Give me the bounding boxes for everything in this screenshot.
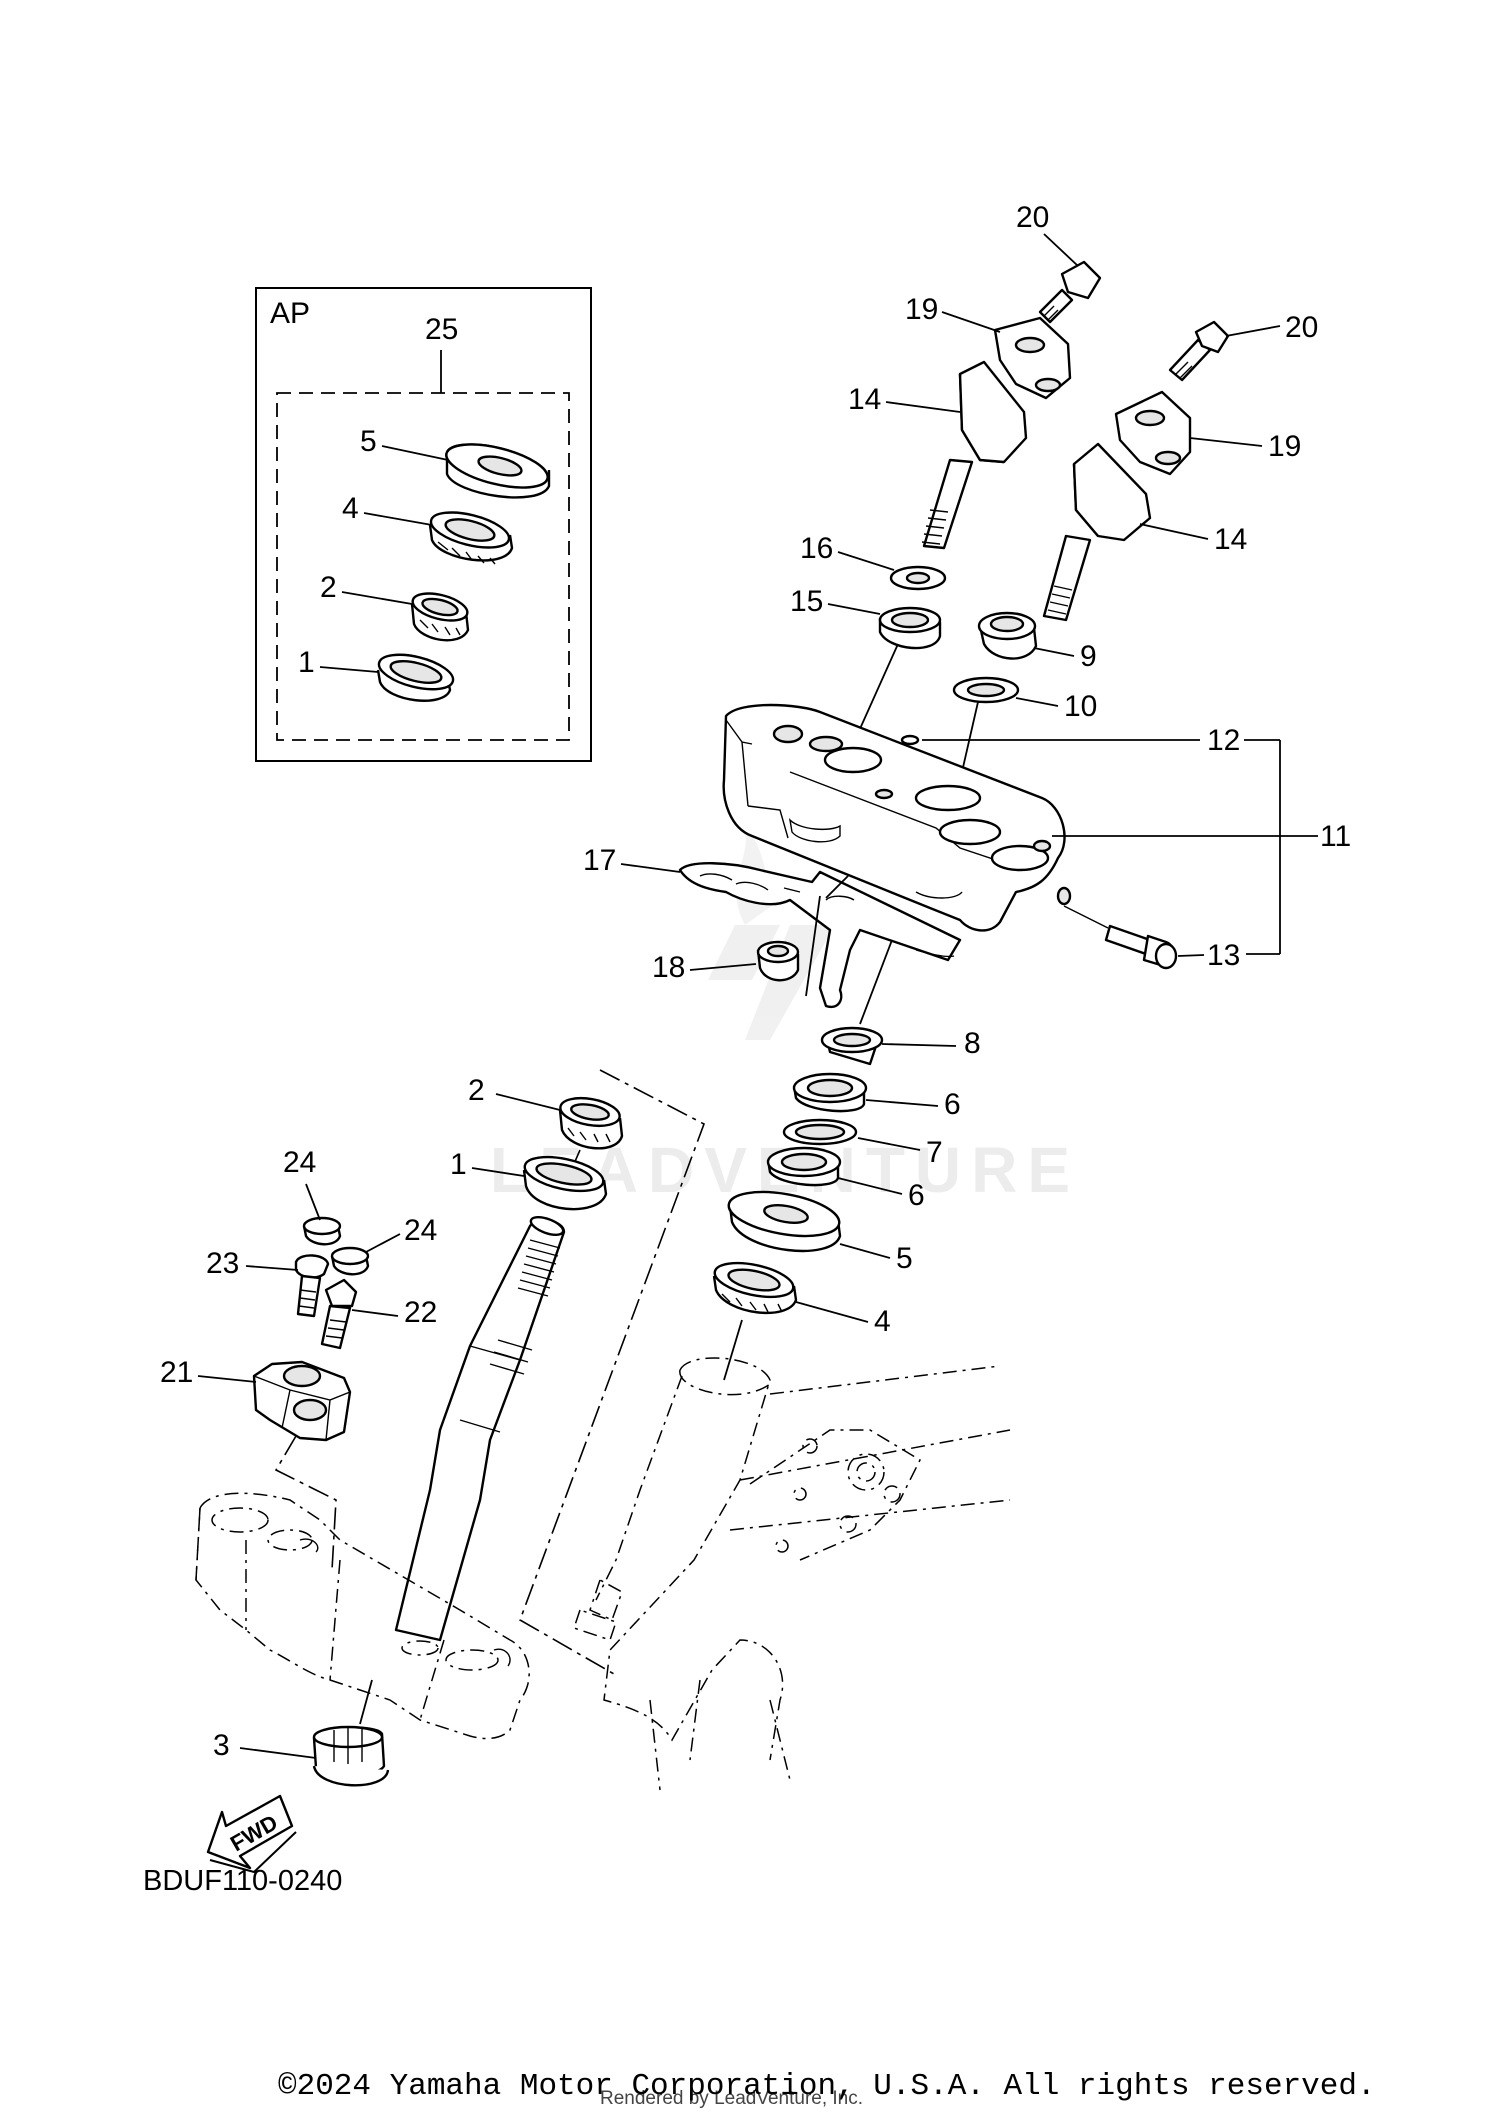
bolt-23 xyxy=(294,1254,330,1318)
bolt-13 xyxy=(1104,924,1178,970)
cap-24-right xyxy=(330,1246,370,1276)
ap-callout-4: 4 xyxy=(342,492,359,525)
race-1 xyxy=(522,1155,608,1211)
lower-holder-14-left xyxy=(921,360,1028,550)
callout-20-right: 20 xyxy=(1285,311,1318,344)
race-5 xyxy=(727,1190,842,1253)
bearing-2 xyxy=(558,1096,624,1150)
callout-8: 8 xyxy=(964,1027,981,1060)
ap-race-5 xyxy=(445,443,551,499)
callout-6-upper: 6 xyxy=(944,1088,961,1121)
diagram-code: BDUF110-0240 xyxy=(143,1865,342,1897)
callout-17: 17 xyxy=(583,844,616,877)
ring-nut-6-upper xyxy=(792,1072,868,1113)
callout-24-right: 24 xyxy=(404,1214,437,1247)
upper-holder-19-right xyxy=(1114,390,1192,476)
bolt-22 xyxy=(320,1278,358,1350)
ap-kit-box: AP 25 5 4 2 xyxy=(255,287,592,762)
damper-15 xyxy=(878,606,942,650)
lower-holder-14-right xyxy=(1042,442,1152,622)
callout-20-left: 20 xyxy=(1016,201,1049,234)
callout-2: 2 xyxy=(468,1074,485,1107)
callout-18: 18 xyxy=(652,951,685,984)
callout-9: 9 xyxy=(1080,640,1097,673)
callout-4: 4 xyxy=(874,1305,891,1338)
callout-10: 10 xyxy=(1064,690,1097,723)
washer-16 xyxy=(889,565,947,591)
callout-16: 16 xyxy=(800,532,833,565)
lower-bracket xyxy=(195,1492,530,1740)
washer-10 xyxy=(952,676,1020,704)
callout-22: 22 xyxy=(404,1296,437,1329)
clamp-21 xyxy=(252,1360,352,1442)
callout-23: 23 xyxy=(206,1247,239,1280)
callout-19-left: 19 xyxy=(905,293,938,326)
ap-race-1 xyxy=(376,653,455,702)
ap-callout-2: 2 xyxy=(320,571,337,604)
callout-11: 11 xyxy=(1320,820,1351,853)
nut-9 xyxy=(977,611,1038,660)
callout-24-left: 24 xyxy=(283,1146,316,1179)
washer-7 xyxy=(782,1118,858,1146)
callout-5: 5 xyxy=(896,1242,913,1275)
bolt-20-left xyxy=(1038,260,1102,324)
ring-nut-6-lower xyxy=(766,1146,842,1187)
callout-14-right: 14 xyxy=(1214,523,1247,556)
bolt-20-right xyxy=(1168,320,1230,382)
callout-14-left: 14 xyxy=(848,383,881,416)
frame-head-pipe xyxy=(573,1357,1011,1791)
clamp-dashed-leader xyxy=(274,1435,337,1571)
ap-box-label: AP xyxy=(270,297,310,330)
callout-1: 1 xyxy=(450,1148,467,1181)
ap-group-number: 25 xyxy=(425,313,458,346)
cap-24-left xyxy=(302,1216,342,1246)
plug-3 xyxy=(312,1725,390,1787)
ap-bearing-2 xyxy=(410,592,470,642)
ap-kit-dashed-frame xyxy=(276,392,570,741)
rendered-by: Rendered by LeadVenture, Inc. xyxy=(600,2088,863,2109)
copyright-notice: ©2024 Yamaha Motor Corporation, U.S.A. A… xyxy=(278,2069,1376,2104)
nut-18 xyxy=(756,940,800,982)
callout-19-right: 19 xyxy=(1268,430,1301,463)
stem-dashed-bracket xyxy=(519,1069,705,1675)
bearing-4 xyxy=(712,1261,798,1314)
ap-bearing-4 xyxy=(428,511,514,565)
cable-guide-17 xyxy=(678,862,962,1009)
fwd-arrow-icon: FWD xyxy=(206,1794,297,1874)
callout-15: 15 xyxy=(790,585,823,618)
callout-21: 21 xyxy=(160,1356,193,1389)
callout-3: 3 xyxy=(213,1729,230,1762)
callout-13: 13 xyxy=(1207,939,1240,972)
ap-callout-1: 1 xyxy=(298,646,315,679)
callout-7: 7 xyxy=(926,1136,943,1169)
ap-callout-5: 5 xyxy=(360,425,377,458)
steering-stem-shaft xyxy=(394,1216,566,1642)
callout-6-lower: 6 xyxy=(908,1179,925,1212)
ring-nut-8 xyxy=(820,1026,884,1066)
hole-12 xyxy=(900,734,920,746)
upper-holder-19-left xyxy=(993,316,1072,400)
callout-12: 12 xyxy=(1207,724,1240,757)
upper-bracket-11 xyxy=(722,703,1072,932)
